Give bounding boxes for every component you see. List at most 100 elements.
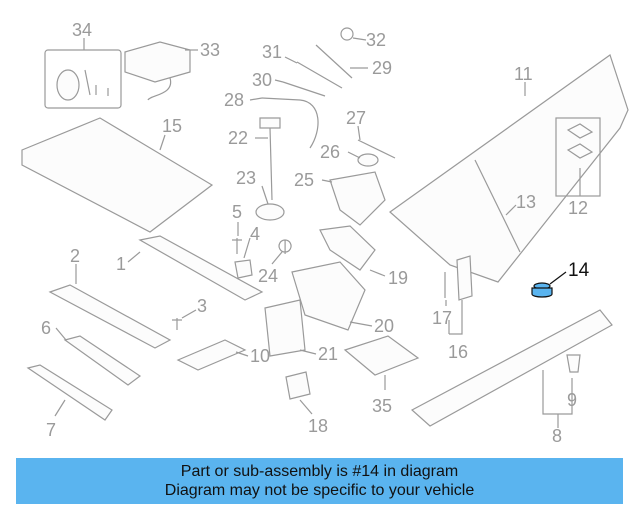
leader-1 — [127, 251, 141, 263]
leader-13 — [505, 204, 517, 216]
callout-7: 7 — [46, 420, 56, 440]
part-30-rod — [282, 81, 326, 97]
part-31-screwdriver — [296, 61, 343, 89]
callout-4: 4 — [250, 224, 260, 244]
part-21-latch — [264, 299, 306, 357]
part-27-bracket — [357, 139, 396, 159]
callout-35: 35 — [372, 396, 392, 416]
info-banner: Part or sub-assembly is #14 in diagram D… — [16, 458, 623, 504]
callout-1: 1 — [116, 254, 126, 274]
callout-13: 13 — [516, 192, 536, 212]
part-35-bracket — [343, 335, 420, 376]
callout-32: 32 — [366, 30, 386, 50]
callout-23: 23 — [236, 168, 256, 188]
callout-33: 33 — [200, 40, 220, 60]
part-34-bottle — [56, 69, 80, 101]
callout-20: 20 — [374, 316, 394, 336]
part-1-trim — [138, 235, 264, 301]
callout-15: 15 — [162, 116, 182, 136]
leader-25 — [321, 179, 333, 183]
leader-32 — [352, 37, 367, 41]
leader-10 — [235, 351, 249, 357]
callout-8: 8 — [552, 426, 562, 446]
leader-15 — [159, 134, 166, 151]
leader-20 — [349, 321, 373, 327]
part-12-seal — [566, 123, 594, 159]
callout-31: 31 — [262, 42, 282, 62]
part-33-compressor — [124, 41, 191, 83]
part-8-bumper-trim — [410, 309, 613, 427]
callout-3: 3 — [197, 296, 207, 316]
callout-18: 18 — [308, 416, 328, 436]
leader-18 — [299, 399, 313, 415]
leader-21 — [299, 349, 317, 355]
part-19-latch-bracket — [319, 225, 376, 271]
leader-28 — [249, 97, 263, 101]
callout-19: 19 — [388, 268, 408, 288]
callout-17: 17 — [432, 308, 452, 328]
callout-25: 25 — [294, 170, 314, 190]
banner-line-1: Part or sub-assembly is #14 in diagram — [180, 463, 459, 480]
leader-27 — [357, 125, 361, 141]
leader-16 — [448, 300, 463, 335]
callout-9: 9 — [567, 390, 577, 410]
callout-14: 14 — [568, 260, 590, 281]
part-10-bracket — [176, 339, 247, 371]
leader-6 — [55, 327, 67, 341]
callout-12: 12 — [568, 198, 588, 218]
part-11-trunk-lid — [389, 54, 629, 283]
part-5-bolt — [232, 238, 242, 254]
callout-10: 10 — [250, 346, 270, 366]
part-15-floor-panel — [21, 117, 214, 233]
callout-28: 28 — [224, 90, 244, 110]
part-22-jack — [259, 117, 281, 201]
callout-24: 24 — [258, 266, 278, 286]
callout-21: 21 — [318, 344, 338, 364]
part-14-bumper-body — [531, 287, 553, 298]
callout-6: 6 — [41, 318, 51, 338]
callout-22: 22 — [228, 128, 248, 148]
part-24-grommet — [278, 239, 292, 254]
leader-24 — [271, 251, 283, 265]
part-4-clip — [234, 259, 253, 279]
part-7-panel — [26, 364, 113, 421]
leader-7 — [54, 399, 66, 417]
part-16-striker — [456, 255, 473, 301]
callout-16: 16 — [448, 342, 468, 362]
leader-8-9 — [542, 370, 573, 428]
callout-27: 27 — [346, 108, 366, 128]
part-26-bolt — [357, 153, 379, 167]
callout-29: 29 — [372, 58, 392, 78]
part-32-ring — [340, 27, 354, 41]
leader-30 — [274, 79, 284, 83]
callout-11: 11 — [514, 64, 533, 84]
parts-diagram: 34 33 32 31 29 30 28 22 27 26 15 23 25 1… — [21, 20, 629, 446]
part-18-switch — [285, 371, 311, 400]
part-29-wrench — [315, 44, 353, 79]
callout-2: 2 — [70, 246, 80, 266]
part-9-clip — [566, 354, 581, 373]
part-25-bracket — [329, 171, 386, 226]
banner-line-2: Diagram may not be specific to your vehi… — [164, 482, 475, 499]
leader-19 — [369, 269, 386, 277]
part-13-strut — [474, 159, 521, 253]
part-20-housing — [291, 261, 366, 331]
leader-3 — [181, 309, 197, 319]
part-6-trim — [63, 335, 142, 386]
callout-5: 5 — [232, 202, 242, 222]
leader-23 — [261, 185, 269, 205]
part-3-screw — [172, 318, 182, 330]
leader-4 — [243, 237, 251, 259]
leader-26 — [347, 151, 361, 159]
part-34-tube — [84, 69, 109, 96]
part-23-wheel-nut — [255, 203, 285, 221]
callout-34: 34 — [72, 20, 92, 40]
callout-26: 26 — [320, 142, 340, 162]
part-34-kit-box — [44, 49, 122, 109]
part-12-box — [555, 117, 601, 197]
callout-30: 30 — [252, 70, 272, 90]
leader-14 — [549, 271, 567, 285]
part-33-cable — [147, 77, 172, 101]
leader-31 — [284, 56, 298, 64]
part-2-sill — [48, 284, 172, 349]
